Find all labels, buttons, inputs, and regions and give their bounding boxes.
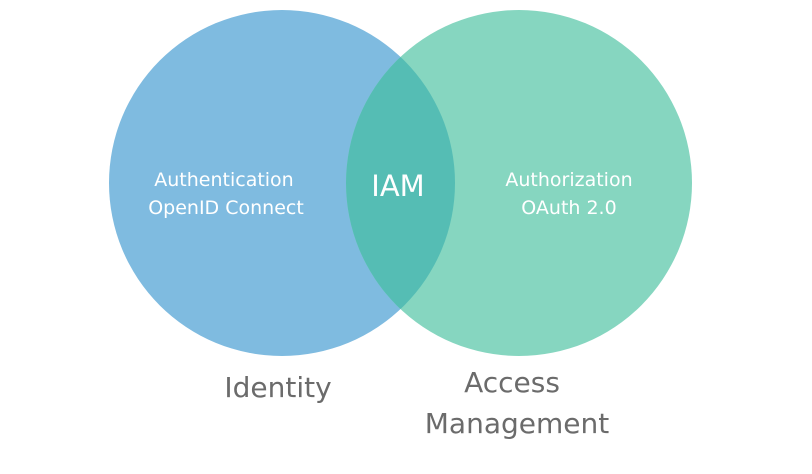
identity-line-2: OpenID Connect xyxy=(148,197,304,219)
access-line-2: OAuth 2.0 xyxy=(521,197,616,219)
access-caption-line-2: Management xyxy=(425,407,609,440)
identity-circle xyxy=(109,10,455,356)
access-line-1: Authorization xyxy=(505,169,632,191)
identity-line-1: Authentication xyxy=(154,169,293,191)
access-circle xyxy=(346,10,692,356)
overlap-label: IAM xyxy=(371,169,424,203)
access-caption-line-1: Access xyxy=(464,366,560,399)
identity-caption: Identity xyxy=(224,371,331,404)
